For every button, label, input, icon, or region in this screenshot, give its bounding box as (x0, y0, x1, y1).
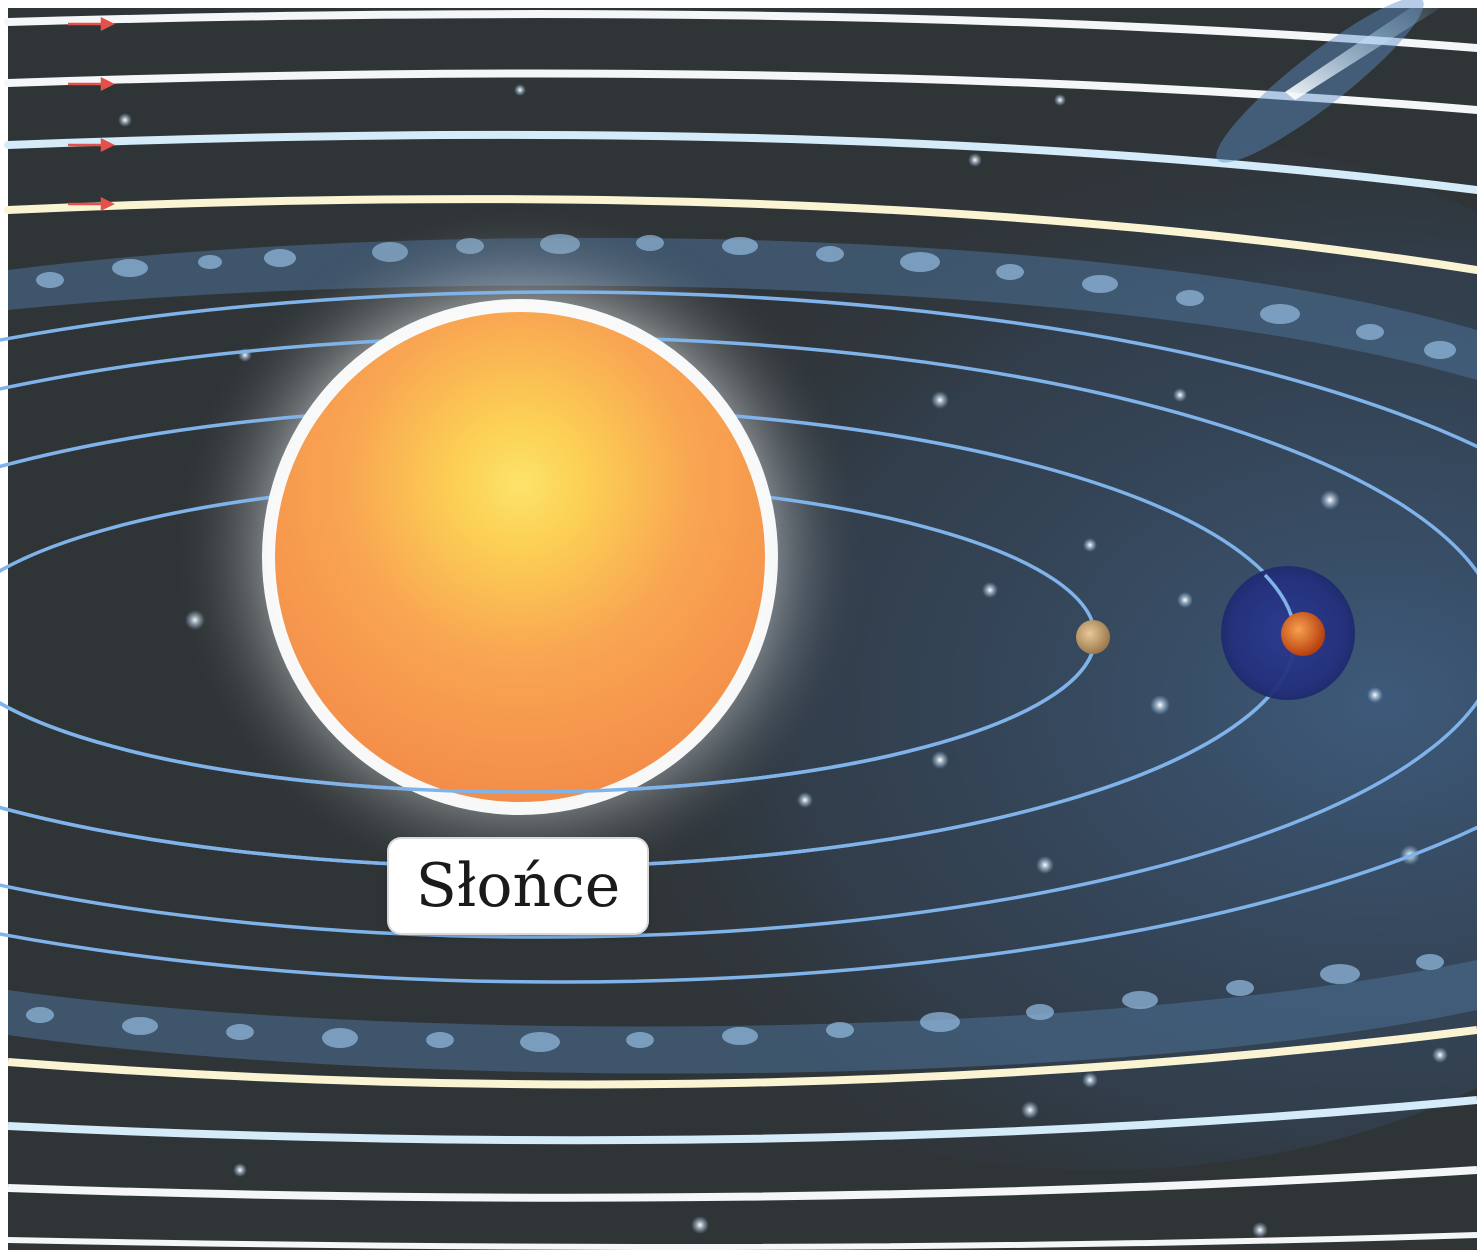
sun-icon (262, 299, 778, 815)
comet-icon (1216, 0, 1440, 163)
stars (118, 84, 1448, 1238)
mercury-icon (1076, 620, 1110, 654)
outer-orbits-top (4, 10, 1477, 274)
sun-label: Słońce (389, 839, 647, 933)
outer-orbits-bottom (7, 1026, 1477, 1250)
arrow-icon (68, 16, 115, 212)
venus-icon (1221, 566, 1355, 700)
